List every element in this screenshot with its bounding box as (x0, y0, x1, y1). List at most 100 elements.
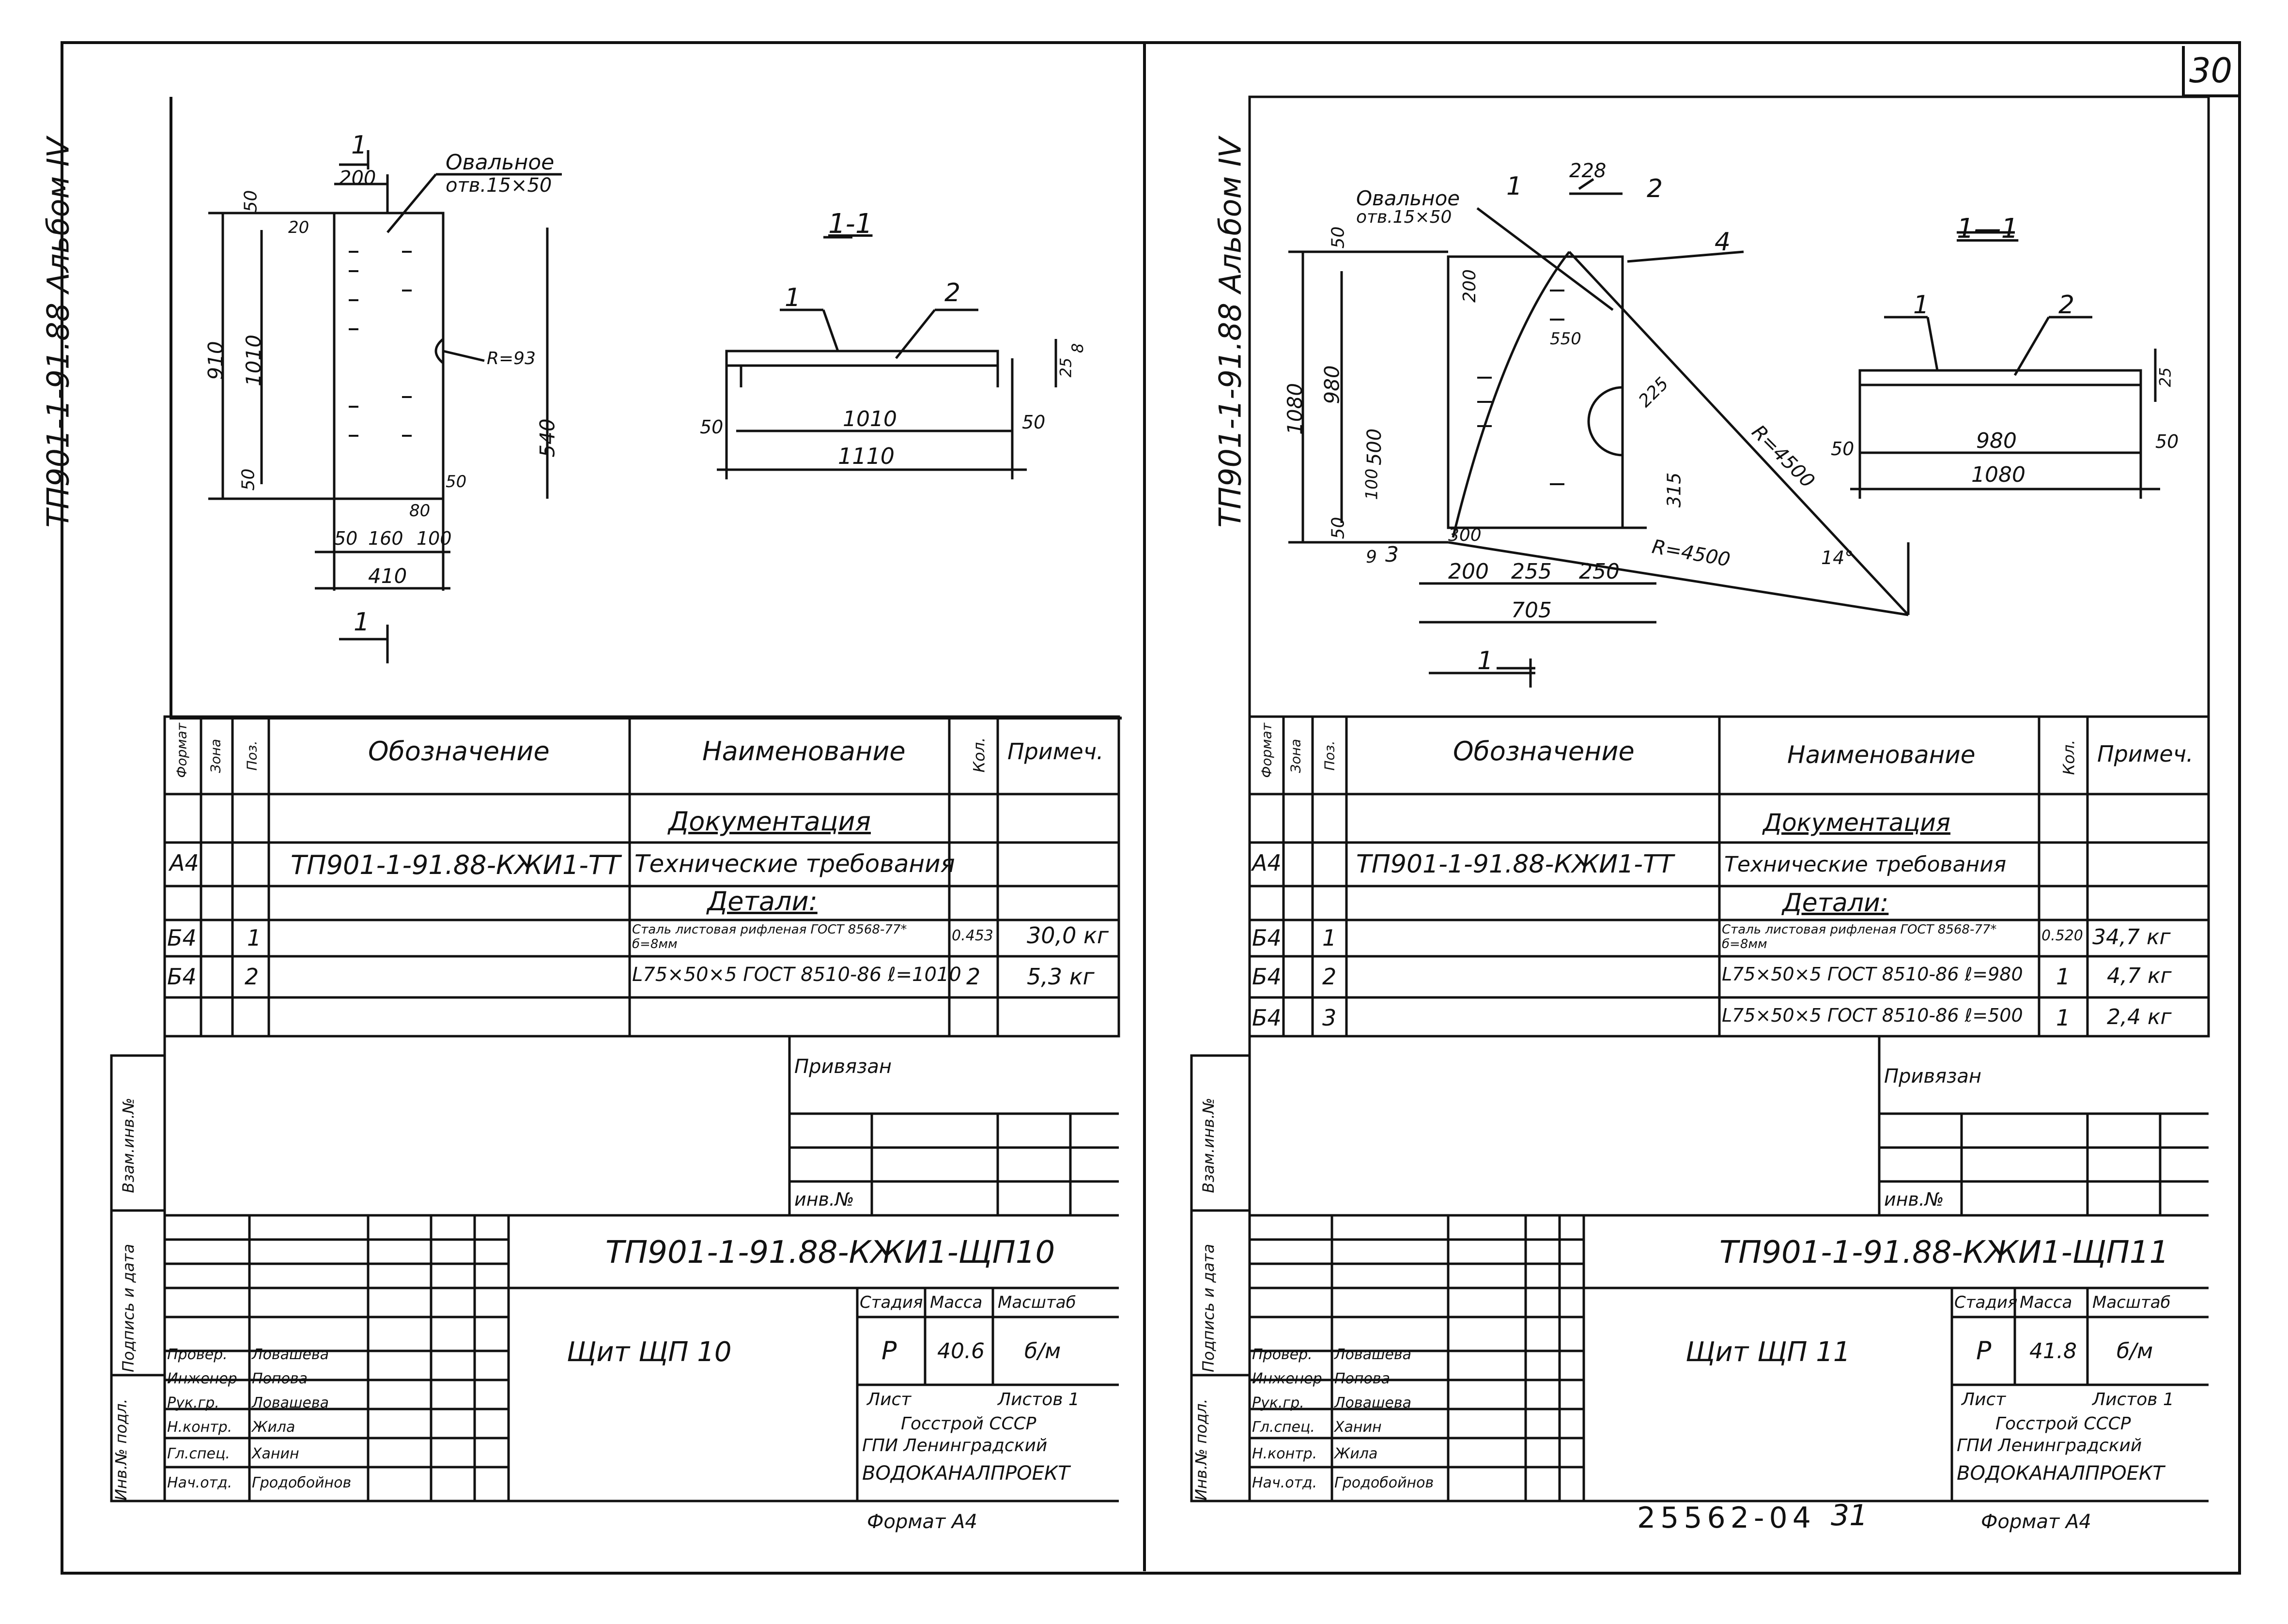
left-person-name-2: Ловашева (252, 1394, 329, 1411)
left-person-role-1: Инженер (167, 1370, 237, 1387)
right-stamp-stage: Р (1976, 1336, 1992, 1365)
right-person-name-2: Ловашева (1334, 1394, 1411, 1411)
right-person-role-3: Гл.спец. (1252, 1419, 1315, 1436)
right-row2-qty: 1 (2056, 964, 2071, 990)
left-org-2: ГПИ Ленинградский (862, 1436, 1048, 1455)
left-dim-100: 100 (417, 528, 452, 549)
right-th-code: Обозначение (1453, 736, 1635, 766)
right-dim-255: 255 (1511, 559, 1552, 584)
right-person-role-2: Рук.гр. (1252, 1394, 1304, 1411)
left-r: R=93 (487, 349, 536, 368)
right-row3-name: L75×50×5 ГОСТ 8510-86 ℓ=500 (1722, 1005, 2023, 1026)
left-side-2: Подпись и дата (119, 1243, 138, 1372)
left-person-role-2: Рук.гр. (167, 1394, 219, 1411)
right-person-name-4: Жила (1334, 1445, 1378, 1462)
right-row1-fmt: Б4 (1252, 925, 1282, 951)
right-side-2: Подпись и дата (1199, 1243, 1218, 1372)
left-dim-50f: 50 (1022, 412, 1046, 433)
left-dim-50c: 50 (446, 472, 467, 491)
left-row-tt-name: Технические требования (634, 850, 955, 878)
left-stamp-sheets: Листов 1 (998, 1390, 1080, 1410)
right-pos-1: 1 (1913, 291, 1930, 320)
right-row3-note: 2,4 кг (2107, 1005, 2172, 1029)
left-row2-note: 5,3 кг (1027, 964, 1095, 990)
left-person-role-0: Провер. (167, 1346, 228, 1363)
right-side-title: ТП901-1-91.88 Альбом IV (1212, 137, 1248, 528)
right-row-tt-fmt: А4 (1252, 850, 1282, 876)
right-stamp-sheet: Лист (1962, 1390, 2006, 1410)
right-row1-note: 34,7 кг (2092, 925, 2171, 950)
left-person-name-4: Ханин (252, 1445, 299, 1462)
right-th-zone: Зона (1287, 738, 1304, 773)
left-stamp-mass: 40.6 (937, 1339, 985, 1364)
right-dim-200: 200 (1459, 269, 1480, 303)
left-drawing-frame (170, 97, 1122, 720)
right-stamp-scale: б/м (2117, 1339, 2153, 1364)
left-stamp-h-scale: Масштаб (998, 1293, 1076, 1312)
right-dim-315: 315 (1663, 472, 1685, 508)
left-section-mark-top: 1 (351, 131, 368, 160)
right-row2-name: L75×50×5 ГОСТ 8510-86 ℓ=980 (1722, 964, 2023, 985)
left-format: Формат А4 (867, 1511, 977, 1533)
right-row2-note: 4,7 кг (2107, 964, 2172, 988)
right-person-name-0: Ловашева (1334, 1346, 1411, 1363)
right-row3-pos: 3 (1322, 1005, 1337, 1031)
left-section-mark-bottom: 1 (354, 608, 370, 637)
left-person-name-5: Гродобойнов (252, 1474, 352, 1491)
left-dim-160: 160 (368, 528, 403, 549)
right-inv: инв.№ (1884, 1189, 1944, 1210)
left-dim-1010b: 1010 (843, 407, 897, 431)
right-dim-250: 250 (1579, 559, 1620, 584)
left-th-pos: Поз. (244, 740, 260, 771)
page-number: 30 (2189, 51, 2233, 91)
left-person-role-5: Нач.отд. (167, 1474, 232, 1491)
left-row1-name: Сталь листовая рифленая ГОСТ 8568-77* б=… (632, 922, 907, 951)
left-row-tt-code: ТП901-1-91.88-КЖИ1-ТТ (291, 850, 620, 880)
right-row-doc: Документация (1763, 809, 1950, 837)
left-dim-50a: 50 (241, 190, 261, 213)
right-row1-qty: 0.520 (2041, 927, 2083, 944)
right-th-format: Формат (1258, 722, 1275, 778)
left-row2-pos: 2 (245, 964, 259, 990)
left-stamp-sheet: Лист (867, 1390, 912, 1410)
right-dim-980b: 980 (1976, 429, 2017, 453)
left-hole-note-2: отв.15×50 (446, 174, 552, 197)
footer-code: 25562-04 (1637, 1501, 1816, 1535)
right-pos-2: 2 (1647, 174, 1663, 203)
right-person-name-3: Ханин (1334, 1419, 1382, 1436)
right-section-mark-top: 1 (1506, 172, 1523, 201)
left-row1-fmt: Б4 (167, 925, 197, 951)
right-side-3: Взам.инв.№ (1199, 1098, 1218, 1193)
right-stamp-h-scale: Масштаб (2092, 1293, 2171, 1312)
right-dim-9: 9 (1366, 547, 1377, 567)
left-person-name-1: Попова (252, 1370, 308, 1387)
left-hole-note-1: Овальное (446, 150, 555, 175)
left-stamp-scale: б/м (1024, 1339, 1061, 1364)
right-dim-300: 300 (1448, 525, 1482, 545)
right-stamp-mass: 41.8 (2029, 1339, 2077, 1364)
right-row-det: Детали: (1782, 889, 1889, 918)
left-dim-540: 540 (535, 418, 559, 458)
right-section-title: 1—1 (1957, 213, 2019, 245)
left-row1-note: 30,0 кг (1027, 922, 1109, 949)
right-dim-100: 100 (1362, 468, 1382, 500)
left-stamp-h-stage: Стадия (860, 1293, 923, 1312)
right-section-mark-bottom: 1 (1477, 646, 1494, 675)
right-dim-228: 228 (1569, 160, 1607, 182)
left-side-3: Взам.инв.№ (119, 1098, 138, 1193)
right-person-role-4: Н.контр. (1252, 1445, 1317, 1462)
right-dim-50c: 50 (1831, 438, 1855, 460)
left-binding: Привязан (794, 1056, 892, 1078)
right-binding: Привязан (1884, 1065, 1982, 1088)
left-dim-25: 25 (1056, 357, 1075, 378)
left-dim-50b: 50 (238, 468, 259, 491)
right-row-tt-code: ТП901-1-91.88-КЖИ1-ТТ (1356, 850, 1674, 879)
right-hole-note-2: отв.15×50 (1356, 207, 1452, 227)
right-org-1: Госстрой СССР (1995, 1414, 2131, 1434)
footer-sheet: 31 (1831, 1499, 1868, 1532)
right-person-role-0: Провер. (1252, 1346, 1313, 1363)
left-dim-410: 410 (368, 564, 407, 588)
left-th-note: Примеч. (1007, 738, 1104, 765)
right-dim-980: 980 (1320, 365, 1344, 404)
